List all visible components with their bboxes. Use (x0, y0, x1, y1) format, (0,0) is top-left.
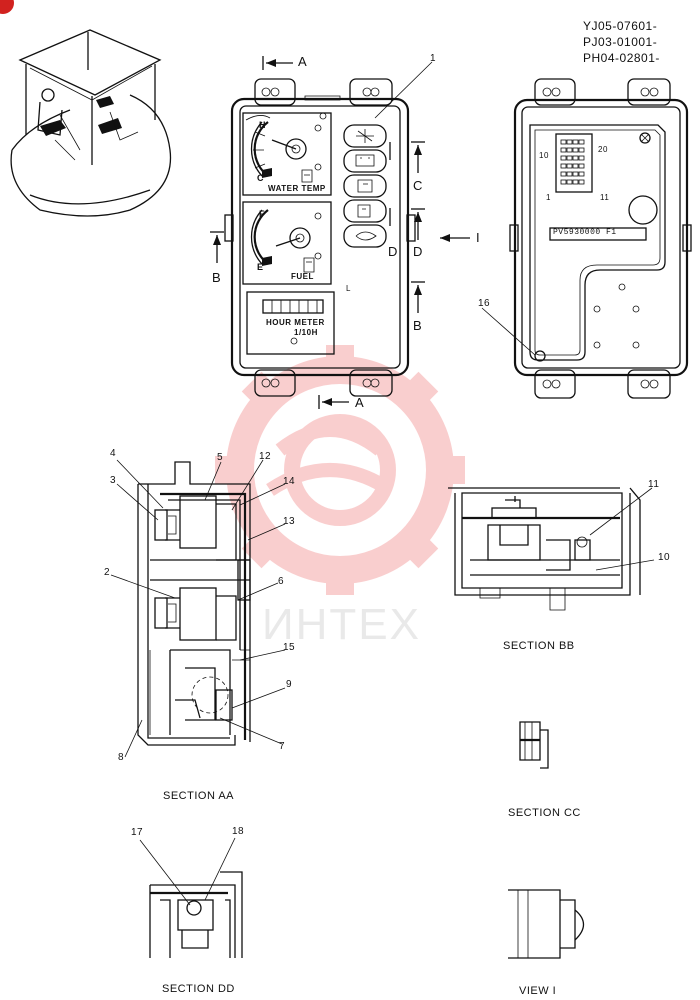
fuel-full-mark: F (259, 209, 265, 219)
connector-pin-10: 10 (539, 151, 549, 160)
callout-13: 13 (283, 516, 296, 527)
excavator-thumbnail (10, 29, 172, 217)
callout-12: 12 (259, 451, 272, 462)
fuel-empty-mark: E (257, 262, 264, 272)
corner-marker-icon (0, 0, 14, 14)
section-cc-drawing (519, 721, 549, 769)
connector-pin-1: 1 (546, 193, 551, 202)
callout-8: 8 (118, 752, 125, 763)
view-marker-d-right: D (413, 244, 423, 259)
serial-number-3: PH04-02801- (583, 51, 660, 65)
callout-11: 11 (648, 479, 660, 490)
gauge-panel-front (224, 78, 416, 397)
callout-5: 5 (217, 452, 224, 463)
connector-pin-20: 20 (598, 145, 608, 154)
view-marker-b-left: B (212, 270, 222, 285)
view-marker-a-top: A (298, 54, 308, 69)
section-aa-title: SECTION AA (163, 790, 235, 802)
view-i-title: VIEW I (519, 985, 557, 997)
temp-hot-mark: H (259, 120, 266, 130)
section-dd-drawing (149, 871, 243, 958)
hour-meter-label: HOUR METER (266, 318, 325, 327)
view-marker-d-left: D (388, 244, 398, 259)
view-marker-c: C (413, 178, 423, 193)
callout-15: 15 (283, 642, 296, 653)
callout-6: 6 (278, 576, 285, 587)
water-temp-label: WATER TEMP (268, 184, 326, 193)
callout-2: 2 (104, 567, 111, 578)
callout-1: 1 (430, 53, 437, 64)
leader-lines (110, 61, 655, 906)
connector-pin-11: 11 (600, 193, 610, 202)
view-marker-i: I (476, 230, 481, 245)
watermark-text: ИНТЕХ (262, 600, 421, 649)
view-arrows (210, 56, 470, 409)
view-marker-b-right: B (413, 318, 423, 333)
section-bb-title: SECTION BB (503, 640, 575, 652)
section-cc-title: SECTION CC (508, 807, 581, 819)
view-i-drawing (508, 889, 585, 959)
callout-16: 16 (478, 298, 491, 309)
serial-number-1: YJ05-07601- (583, 19, 658, 33)
callout-10: 10 (658, 552, 671, 563)
serial-number-2: PJ03-01001- (583, 35, 658, 49)
view-marker-a-bottom: A (355, 395, 365, 410)
callout-7: 7 (279, 741, 286, 752)
temp-cold-mark: C (257, 173, 264, 183)
section-aa-drawing (137, 461, 251, 746)
callout-4: 4 (110, 448, 117, 459)
back-panel-part-label: PV5930000 F1 (553, 228, 617, 237)
section-dd-title: SECTION DD (162, 983, 235, 995)
callout-9: 9 (286, 679, 293, 690)
section-bb-drawing (448, 487, 641, 611)
hour-meter-unit: 1/10H (294, 328, 318, 337)
gauge-panel-back (509, 78, 692, 399)
callout-3: 3 (110, 475, 117, 486)
callout-18: 18 (232, 826, 245, 837)
callout-14: 14 (283, 476, 296, 487)
callout-17: 17 (131, 827, 144, 838)
corner-l-mark: L (346, 284, 351, 293)
fuel-label: FUEL (291, 272, 314, 281)
